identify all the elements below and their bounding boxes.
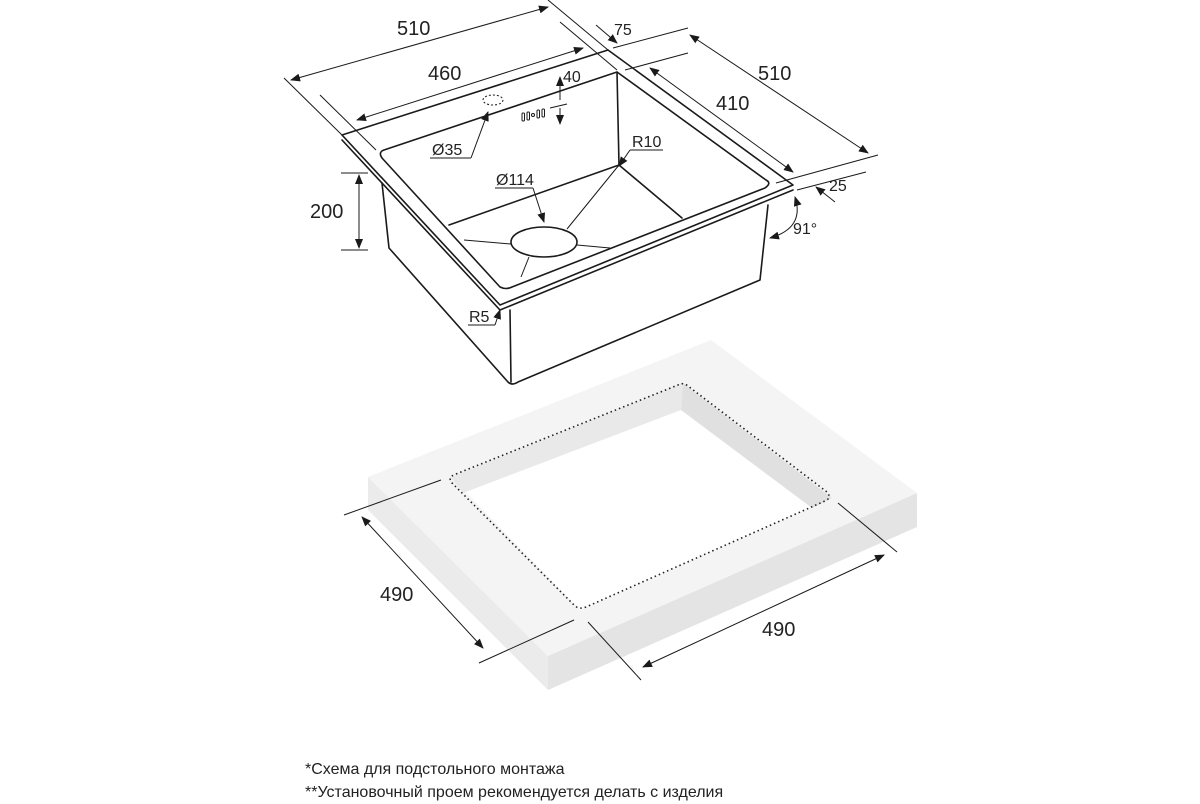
- sink-rim-edge: [341, 139, 794, 311]
- note-cutout: **Установочный проем рекомендуется делат…: [305, 784, 724, 801]
- dim-rim-radius: R5: [469, 309, 490, 326]
- dim-line-overall-width: [290, 5, 549, 82]
- leader-rim-radius: [493, 309, 501, 326]
- sink-body: [381, 182, 769, 385]
- dim-back-rim: 75: [614, 22, 632, 39]
- sink-dimension-labels: 510 460 40 Ø35 75 510 410 25 R10 Ø114 20…: [310, 18, 847, 326]
- cutout-side-wall: [681, 383, 832, 508]
- dim-line-bowl-width: [356, 46, 584, 122]
- cutout-back-wall: [451, 383, 683, 493]
- bowl-slope-line: [463, 239, 512, 245]
- dim-front-rim: 25: [829, 178, 847, 195]
- dim-bowl-depth: 410: [716, 93, 749, 115]
- bowl-slope-line: [566, 164, 620, 230]
- dim-wall-angle: 91°: [793, 221, 817, 238]
- dim-drain: Ø114: [496, 172, 534, 189]
- dim-overall-width: 510: [397, 18, 430, 40]
- dim-inner-radius: R10: [632, 134, 661, 151]
- faucet-hole-mark: [482, 94, 504, 106]
- dim-overall-depth: 510: [758, 63, 791, 85]
- dim-line-cutout-width: [642, 554, 885, 668]
- sink-bowl-corner-edge: [616, 71, 620, 166]
- sink-bowl-opening: [379, 71, 770, 290]
- dim-bowl-width: 460: [428, 63, 461, 85]
- dim-arc-wall-angle: [769, 196, 802, 240]
- bowl-slope-line: [520, 256, 530, 278]
- overflow-slots-icon: [521, 108, 545, 122]
- dim-line-cutout-depth: [361, 516, 484, 649]
- dim-bowl-height: 200: [310, 201, 343, 223]
- leader-drain: [532, 187, 546, 223]
- dim-cutout-width: 490: [762, 619, 795, 641]
- bowl-slope-line: [576, 244, 611, 249]
- sink-body-front-edge: [509, 309, 512, 383]
- leader-inner-radius: [618, 149, 631, 167]
- dim-cutout-depth: 490: [380, 584, 413, 606]
- sink-dimension-lines: [283, 0, 879, 326]
- drain-outlet: [510, 226, 578, 258]
- note-undermount: *Схема для подстольного монтажа: [305, 761, 565, 778]
- sink-bowl-bottom: [448, 164, 683, 226]
- dim-faucet-offset: 40: [563, 69, 581, 86]
- leader-faucet-hole: [470, 111, 489, 159]
- dim-line-bowl-depth: [649, 67, 794, 173]
- dim-faucet-hole: Ø35: [432, 142, 462, 159]
- cutout-dimension-lines: 490 490: [343, 479, 898, 681]
- footnotes: *Схема для подстольного монтажа **Устано…: [305, 758, 723, 804]
- countertop-drawing: [368, 340, 917, 690]
